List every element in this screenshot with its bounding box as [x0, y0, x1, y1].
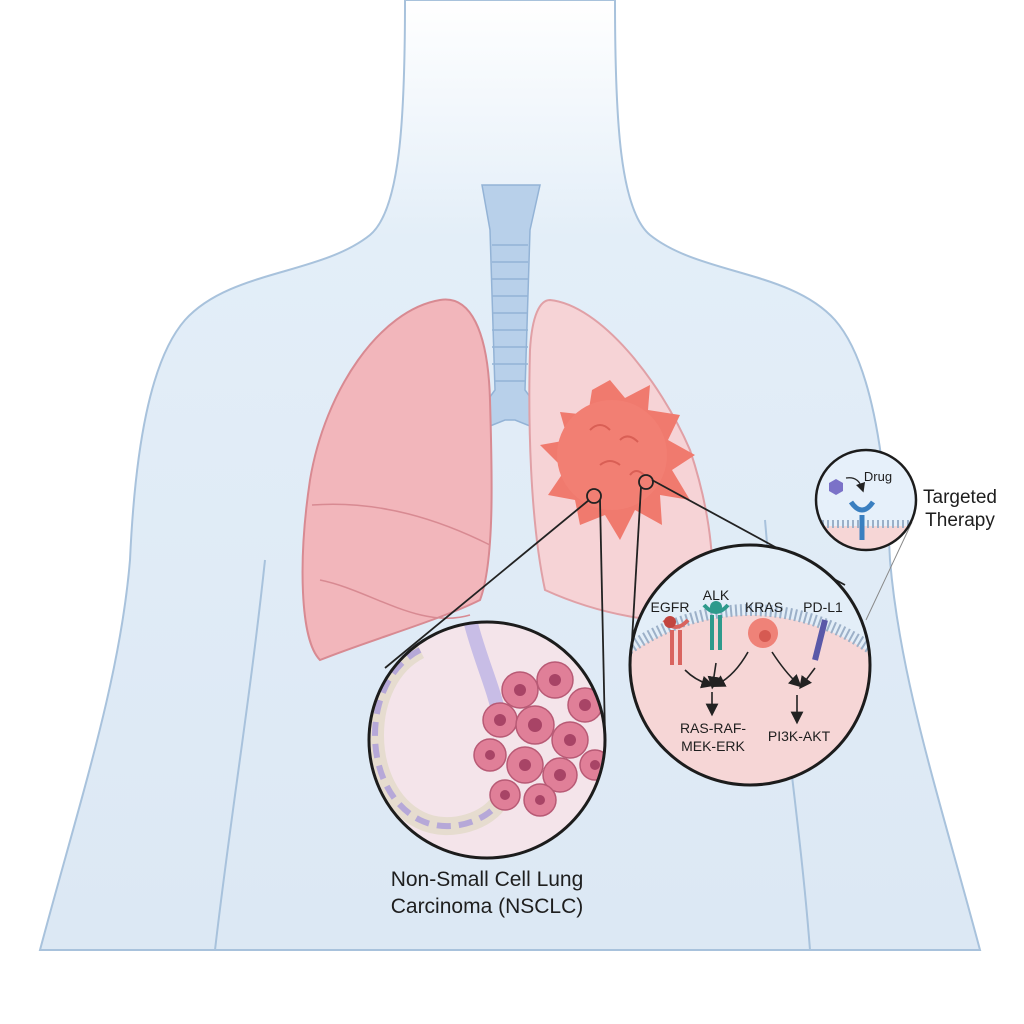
drug-receptor — [848, 500, 876, 540]
nsclc-label-1: Non-Small Cell Lung — [391, 868, 584, 891]
drug-molecule — [829, 479, 843, 495]
left-arm-line — [214, 559, 266, 951]
targeted-therapy-label-1: Targeted — [923, 487, 997, 508]
receptor-label-egfr: EGFR — [651, 599, 690, 615]
egfr-ligand — [664, 616, 676, 628]
therapy-zoom-circle: Drug — [814, 448, 918, 552]
pathway-label-ras-2: MEK-ERK — [681, 738, 745, 754]
pathway-zoom-circle: EGFR ALK KRAS PD-L1 RAS-RAF- MEK-ERK PI3… — [628, 543, 872, 787]
nsclc-label-2: Carcinoma (NSCLC) — [391, 895, 584, 918]
pathway-label-pi3k: PI3K-AKT — [768, 728, 831, 744]
pdl1-receptor — [812, 619, 828, 661]
tissue-zoom-circle — [367, 620, 607, 860]
pathway-label-ras-1: RAS-RAF- — [680, 720, 746, 736]
receptor-label-pdl1: PD-L1 — [803, 599, 843, 615]
left-lung — [301, 298, 493, 662]
drug-label: Drug — [864, 469, 892, 484]
receptor-label-kras: KRAS — [745, 599, 783, 615]
targeted-therapy-label-2: Therapy — [925, 510, 995, 531]
receptor-label-alk: ALK — [703, 587, 730, 603]
